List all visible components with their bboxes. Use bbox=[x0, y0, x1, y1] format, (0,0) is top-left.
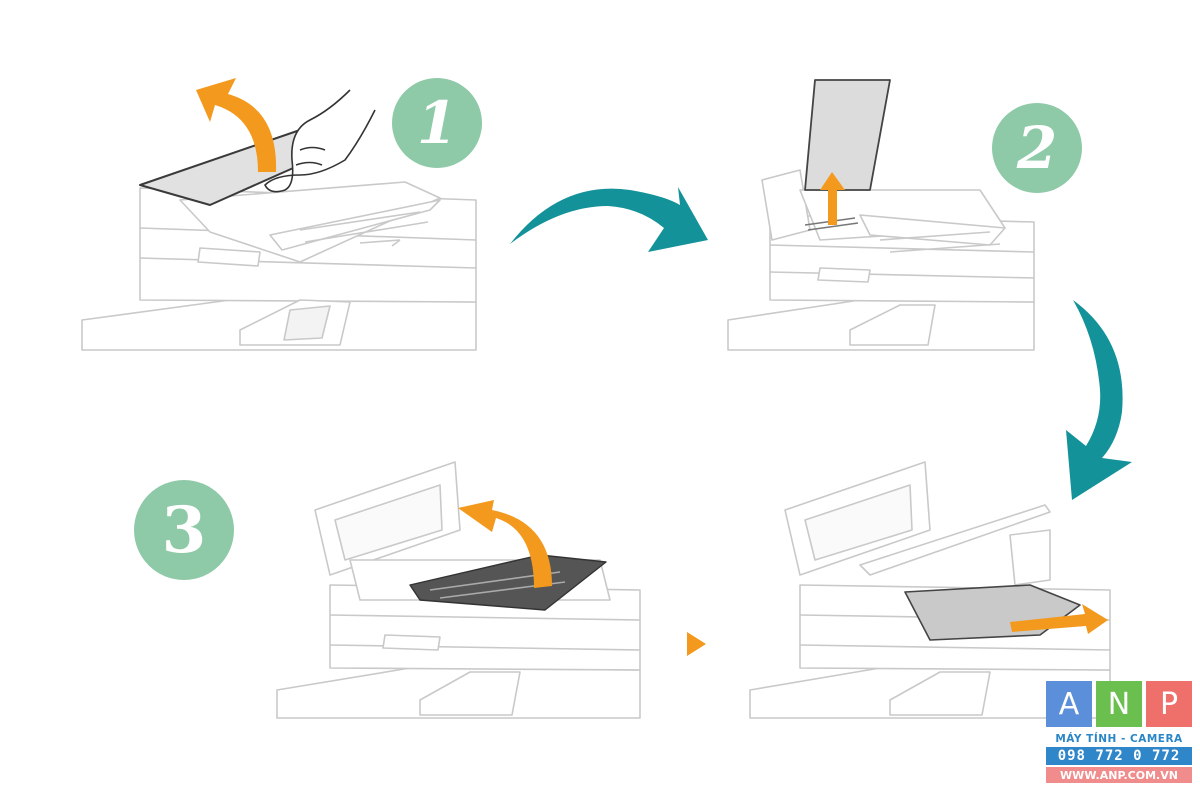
curved-arrow-icon bbox=[1066, 300, 1132, 500]
logo-phone: 098 772 0 772 bbox=[1046, 747, 1192, 765]
logo-letter-n: N bbox=[1096, 681, 1142, 727]
printer-illustration-step-3 bbox=[276, 461, 641, 719]
logo-tagline: MÁY TÍNH - CAMERA bbox=[1055, 733, 1183, 745]
anp-logo-watermark: A N P MÁY TÍNH - CAMERA 098 772 0 772 WW… bbox=[1046, 681, 1192, 791]
step-badge-1: 1 bbox=[392, 78, 482, 168]
logo-letter-a: A bbox=[1046, 681, 1092, 727]
printer-illustration-step-4 bbox=[749, 461, 1111, 719]
hand-illustration bbox=[264, 89, 376, 193]
curved-arrow-icon bbox=[510, 187, 708, 252]
printer-illustration-step-2 bbox=[727, 79, 1035, 351]
lift-arrow-icon bbox=[458, 500, 552, 588]
step-badge-3: 3 bbox=[134, 480, 234, 580]
logo-letters: A N P bbox=[1046, 681, 1192, 727]
logo-website: WWW.ANP.COM.VN bbox=[1046, 767, 1192, 783]
play-triangle-icon bbox=[687, 632, 706, 656]
lift-arrow-icon bbox=[820, 172, 845, 225]
logo-letter-p: P bbox=[1146, 681, 1192, 727]
lift-arrow-icon bbox=[1010, 604, 1108, 634]
lift-arrow-icon bbox=[196, 78, 277, 172]
step-badge-2: 2 bbox=[992, 103, 1082, 193]
